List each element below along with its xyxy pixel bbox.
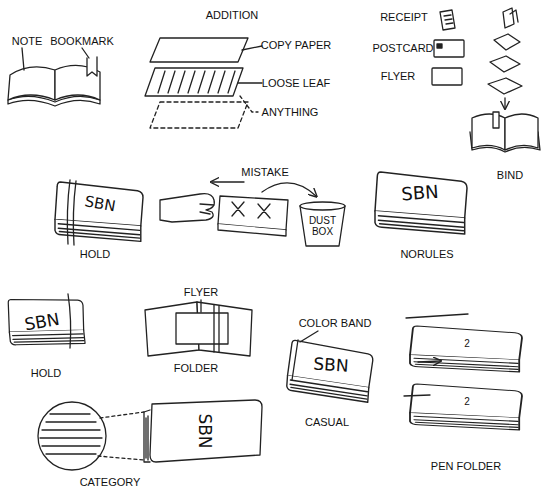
pen-folder-illustration	[404, 314, 522, 430]
notebook-casual	[286, 331, 374, 402]
part-label: RECEIPT	[380, 11, 428, 23]
bind-illustration	[470, 8, 540, 152]
group-title: MISTAKE	[241, 166, 288, 178]
part-label: ANYTHING	[262, 106, 319, 118]
category-illustration	[38, 400, 262, 470]
cover-mark: 2	[464, 338, 470, 349]
part-label: BOOKMARK	[50, 35, 114, 47]
caption-label: PEN FOLDER	[431, 460, 501, 472]
cover-logo: SBN	[196, 413, 215, 448]
addition-sheets	[145, 38, 262, 128]
part-label: FLYER	[381, 70, 416, 82]
caption-label: FOLDER	[174, 362, 219, 374]
part-label: FLYER	[184, 286, 219, 298]
open-book	[8, 48, 100, 106]
paper-items	[432, 10, 464, 85]
bin-label: DUST BOX	[304, 215, 342, 237]
caption-label: BIND	[497, 169, 523, 181]
caption-label: NORULES	[400, 248, 453, 260]
folder-illustration	[145, 300, 252, 356]
part-label: COPY PAPER	[261, 39, 332, 51]
notebook-norules	[375, 172, 467, 234]
part-label: COLOR BAND	[299, 317, 372, 329]
cover-logo: SBN	[401, 182, 440, 204]
group-title: ADDITION	[206, 9, 259, 21]
caption-label: HOLD	[80, 248, 111, 260]
part-label: POSTCARD	[372, 42, 433, 54]
caption-label: CATEGORY	[80, 476, 141, 488]
part-label: NOTE	[12, 35, 43, 47]
caption-label: CASUAL	[305, 416, 349, 428]
notebook-hold	[6, 292, 87, 351]
cover-logo: SBN	[313, 354, 349, 375]
cover-mark: 2	[464, 396, 470, 407]
notebook-hold	[55, 180, 143, 245]
mistake-illustration	[160, 182, 345, 246]
part-label: LOOSE LEAF	[262, 77, 330, 89]
caption-label: HOLD	[31, 367, 62, 379]
